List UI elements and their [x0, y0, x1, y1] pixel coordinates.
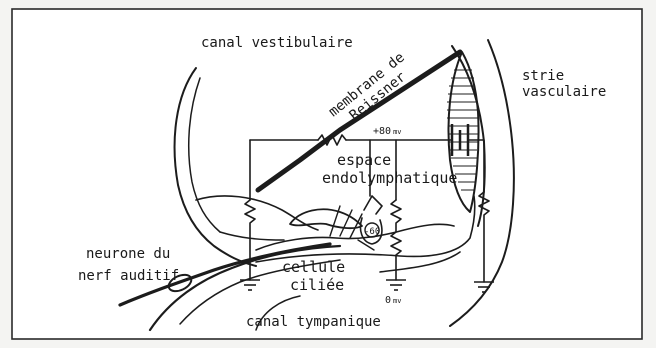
- label-neurone-line1: neurone du: [86, 246, 170, 262]
- label-canal-vestibulaire: canal vestibulaire: [201, 35, 353, 51]
- voltage-bottom-unit: mv: [393, 297, 401, 305]
- label-voltage-cell: -60: [364, 227, 380, 237]
- voltage-top-unit: mv: [393, 128, 401, 136]
- label-cellule-line2: ciliée: [290, 276, 344, 294]
- label-espace-line1: espace: [337, 151, 391, 169]
- label-cellule-line1: cellule: [282, 258, 345, 276]
- label-espace-line2: endolymphatique: [322, 169, 457, 187]
- voltage-top-value: +80: [373, 126, 391, 137]
- label-neurone-line2: nerf auditif: [78, 268, 179, 284]
- label-canal-tympanique: canal tympanique: [246, 314, 381, 330]
- voltage-bottom-value: 0: [385, 295, 391, 306]
- label-strie-line2: vasculaire: [522, 84, 606, 100]
- label-strie-line1: strie: [522, 68, 564, 84]
